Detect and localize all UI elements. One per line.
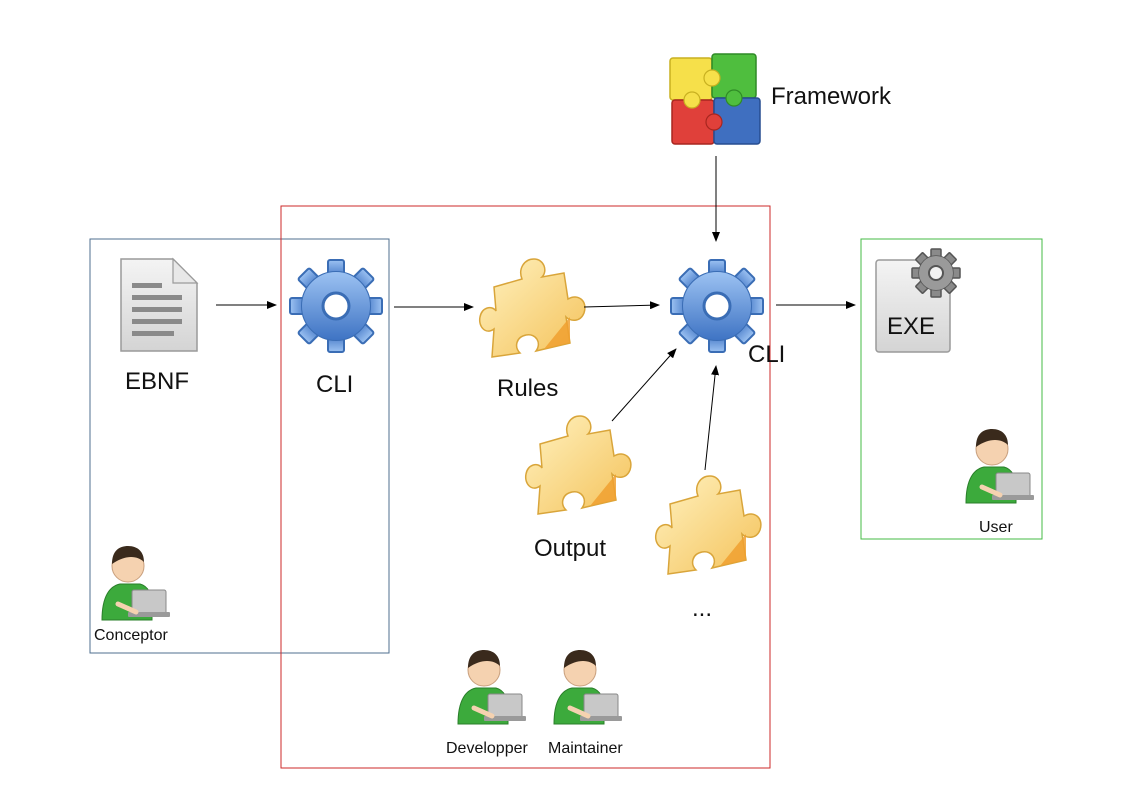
person-icon bbox=[102, 546, 170, 620]
exe-icon bbox=[875, 248, 961, 353]
conceptor-box bbox=[89, 238, 390, 654]
exe-label: EXE bbox=[887, 313, 935, 340]
cli-right-label: CLI bbox=[748, 341, 785, 368]
output-label: Output bbox=[534, 535, 606, 562]
puzzle-icon bbox=[654, 475, 762, 575]
document-icon bbox=[120, 257, 199, 352]
puzzle-icon bbox=[524, 415, 632, 515]
gear-icon bbox=[288, 258, 384, 354]
puzzle-icon bbox=[478, 258, 586, 358]
arrow-rules-to-cli bbox=[583, 301, 660, 310]
maintainer-label: Maintainer bbox=[548, 740, 623, 757]
user-box bbox=[860, 238, 1043, 540]
arrow-ellipsis-to-cli bbox=[704, 365, 720, 471]
developper-label: Developper bbox=[446, 740, 529, 757]
ellipsis-label: ... bbox=[692, 595, 712, 622]
arrow-output-to-cli bbox=[611, 348, 677, 422]
person-icon bbox=[966, 429, 1034, 503]
framework-label: Framework bbox=[771, 83, 892, 110]
gear-icon bbox=[669, 258, 765, 354]
conceptor-label: Conceptor bbox=[94, 627, 168, 644]
person-icon bbox=[554, 650, 622, 724]
user-label: User bbox=[979, 519, 1013, 536]
rules-label: Rules bbox=[497, 375, 558, 402]
person-icon bbox=[458, 650, 526, 724]
framework-puzzle-icon bbox=[669, 53, 761, 145]
cli-left-label: CLI bbox=[316, 371, 353, 398]
developer-box bbox=[280, 205, 771, 769]
ebnf-label: EBNF bbox=[125, 368, 189, 395]
